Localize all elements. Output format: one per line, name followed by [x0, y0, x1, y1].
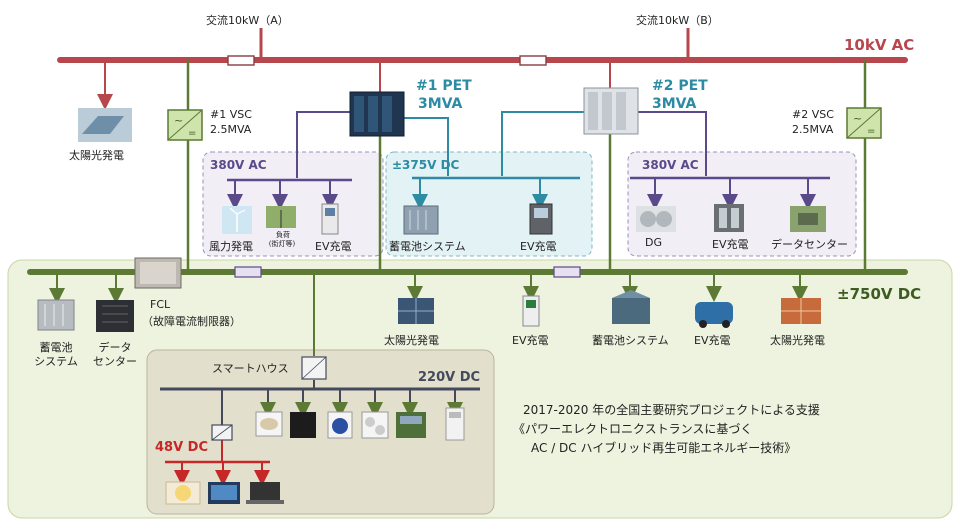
box1-item-ev: EV充電	[315, 240, 352, 253]
dc-item-ev-2: EV充電	[694, 334, 731, 347]
solar-panel-icon-1	[398, 298, 434, 324]
box1-item-load: 負荷	[276, 231, 290, 239]
street-light-icon	[266, 206, 296, 228]
data-center-icon-2	[96, 300, 134, 332]
left-datacenter-label-2: センター	[93, 355, 137, 368]
dc-item-solar-1: 太陽光発電	[384, 334, 439, 347]
pet1-name: #1 PET	[416, 78, 472, 94]
ac-source-a-label: 交流10kW（A）	[206, 14, 289, 27]
dc750-bus-label: ±750V DC	[837, 285, 922, 303]
box3-title: 380V AC	[642, 158, 699, 172]
appliance-icon-4	[361, 411, 389, 439]
svg-text:~: ~	[174, 114, 183, 127]
diesel-generator-icon	[636, 206, 676, 232]
box1-item-wind: 風力発電	[209, 240, 253, 253]
solar-ac-label: 太陽光発電	[69, 149, 124, 162]
ac10kv-bus-label: 10kV AC	[844, 36, 915, 54]
pet1-cabinet-icon	[349, 91, 405, 137]
box3-item-ev: EV充電	[712, 238, 749, 251]
pet2-rating: 3MVA	[652, 96, 697, 112]
vsc2-name: #2 VSC	[792, 108, 834, 121]
left-battery-label-1: 蓄電池	[39, 341, 73, 354]
ev-charger-icon-4	[522, 295, 540, 327]
vsc1-rating: 2.5MVA	[210, 123, 252, 136]
battery-building-icon	[612, 290, 650, 324]
data-center-icon-1	[790, 206, 826, 232]
pet1-rating: 3MVA	[418, 96, 463, 112]
laptop-icon	[246, 482, 284, 504]
box3-item-dg: DG	[645, 236, 662, 249]
svg-text:=: =	[188, 128, 196, 139]
pet2-cabinet-icon	[583, 87, 639, 135]
svg-text:=: =	[867, 126, 875, 137]
ac-source-b-label: 交流10kW（B）	[636, 14, 719, 27]
dc-item-ev-1: EV充電	[512, 334, 549, 347]
ac-switch-2	[519, 55, 547, 66]
appliance-icon-1	[255, 411, 283, 437]
battery-rack-icon-2	[37, 299, 75, 331]
ac-switch-1	[227, 55, 255, 66]
wind-turbine-icon	[222, 206, 252, 234]
left-battery-label-2: システム	[34, 355, 78, 368]
left-datacenter-label-1: データ	[98, 341, 132, 354]
vsc1-icon: ~ =	[167, 109, 203, 141]
ev-charger-icon-3	[714, 204, 744, 232]
monitor-icon	[208, 482, 240, 504]
pet2-name: #2 PET	[652, 78, 708, 94]
smart-house-area	[146, 349, 495, 515]
box3-item-datacenter: データセンター	[771, 238, 848, 251]
dc48-converter-icon	[211, 424, 233, 441]
appliance-icon-5	[396, 412, 426, 438]
dc220-bus-label: 220V DC	[418, 370, 481, 385]
dc-switch-1	[234, 266, 262, 278]
ceiling-light-icon	[165, 481, 201, 505]
dc-switch-2	[553, 266, 581, 278]
box1-item-load-sub: (街灯等)	[268, 240, 296, 248]
vsc2-icon: ~ =	[846, 107, 882, 139]
dc48-bus-label: 48V DC	[155, 440, 209, 455]
smart-house-converter-icon	[301, 356, 327, 380]
project-note-line-1: 2017-2020 年の全国主要研究プロジェクトによる支援	[523, 403, 820, 417]
solar-panel-icon-2	[781, 298, 821, 324]
project-note-line-3: AC / DC ハイブリッド再生可能エネルギー技術》	[531, 441, 797, 455]
vsc2-rating: 2.5MVA	[792, 123, 834, 136]
ev-charger-icon-2	[529, 203, 553, 235]
box2-item-battery: 蓄電池システム	[389, 240, 466, 253]
box2-title: ±375V DC	[392, 158, 460, 172]
fcl-label: FCL	[150, 298, 171, 311]
appliance-icon-2	[290, 412, 316, 438]
battery-rack-icon-1	[403, 205, 439, 235]
smart-house-label: スマートハウス	[212, 362, 289, 375]
svg-text:~: ~	[853, 112, 862, 125]
solar-plant-icon	[78, 108, 132, 142]
fcl-icon	[134, 257, 182, 289]
box1-title: 380V AC	[210, 158, 267, 172]
dc-item-solar-2: 太陽光発電	[770, 334, 825, 347]
appliance-icon-6	[445, 407, 465, 441]
project-note-line-2: 《パワーエレクトロニクストランスに基づく	[513, 422, 753, 436]
fcl-desc: （故障電流制限器）	[142, 315, 241, 328]
ev-car-icon	[695, 302, 733, 328]
appliance-icon-3	[327, 411, 353, 439]
box2-item-ev: EV充電	[520, 240, 557, 253]
dc-item-battery: 蓄電池システム	[592, 334, 669, 347]
ev-charger-icon-1	[321, 203, 339, 235]
vsc1-name: #1 VSC	[210, 108, 252, 121]
